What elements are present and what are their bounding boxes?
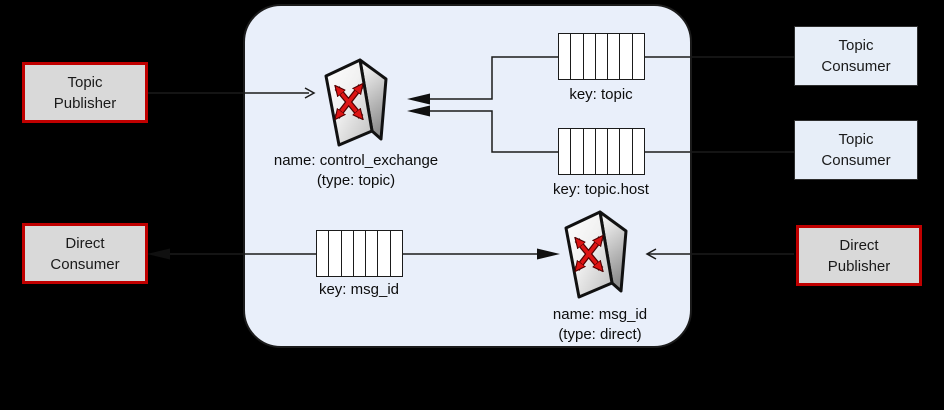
node-label-line2: Publisher: [827, 257, 891, 275]
queue-slot: [633, 129, 644, 174]
queue-topic-host-key-label: key: topic.host: [553, 181, 649, 198]
control-exchange-label: name: control_exchange (type: topic): [236, 151, 476, 191]
queue-slot: [608, 34, 621, 79]
topic-publisher-box: Topic Publisher: [22, 62, 148, 123]
queue-topic: [558, 33, 645, 80]
direct-publisher-box: Direct Publisher: [796, 225, 922, 286]
queue-slot: [584, 129, 596, 174]
direct-exchange-icon: [564, 210, 628, 299]
exchange-type-text: (type: topic): [316, 172, 396, 189]
crossing-red-arrows-icon: [337, 86, 361, 117]
node-label-line2: Consumer: [821, 58, 891, 75]
crossing-red-arrows-icon: [577, 238, 601, 269]
queue-slot: [329, 231, 342, 276]
direct-exchange-label: name: msg_id (type: direct): [480, 305, 720, 345]
queue-slot: [317, 231, 330, 276]
queue-slot: [608, 129, 621, 174]
queue-slot: [620, 34, 633, 79]
node-label-line1: Topic: [838, 37, 874, 54]
queue-slot: [559, 34, 572, 79]
queue-slot: [571, 34, 584, 79]
node-label-line1: Topic: [67, 73, 103, 91]
queue-msg-id: [316, 230, 403, 277]
queue-slot: [571, 129, 584, 174]
node-label-line2: Consumer: [50, 255, 120, 273]
queue-topic-host: [558, 128, 645, 175]
queue-topic-key-label: key: topic: [569, 86, 633, 103]
queue-slot: [391, 231, 402, 276]
node-label-line1: Direct: [65, 234, 105, 252]
exchange-name-text: name: control_exchange: [273, 152, 439, 169]
node-label-line2: Consumer: [821, 152, 891, 169]
topic-exchange-icon: [324, 58, 388, 147]
direct-consumer-box: Direct Consumer: [22, 223, 148, 284]
queue-slot: [584, 34, 596, 79]
queue-slot: [366, 231, 379, 276]
queue-msgid-key-label: key: msg_id: [318, 281, 400, 298]
exchange-name-text: name: msg_id: [552, 306, 648, 323]
solid-arrowhead-left-icon: [147, 248, 170, 260]
queue-slot: [378, 231, 391, 276]
queue-slot: [633, 34, 644, 79]
queue-slot: [596, 34, 609, 79]
exchange-type-text: (type: direct): [558, 326, 642, 343]
node-label-line1: Direct: [839, 236, 879, 254]
queue-slot: [559, 129, 572, 174]
queue-slot: [354, 231, 367, 276]
queue-slot: [620, 129, 633, 174]
topic-consumer-box-2: Topic Consumer: [794, 120, 918, 180]
queue-slot: [596, 129, 609, 174]
node-label-line1: Topic: [838, 131, 874, 148]
node-label-line2: Publisher: [53, 94, 117, 112]
topic-consumer-box-1: Topic Consumer: [794, 26, 918, 86]
queue-slot: [342, 231, 354, 276]
